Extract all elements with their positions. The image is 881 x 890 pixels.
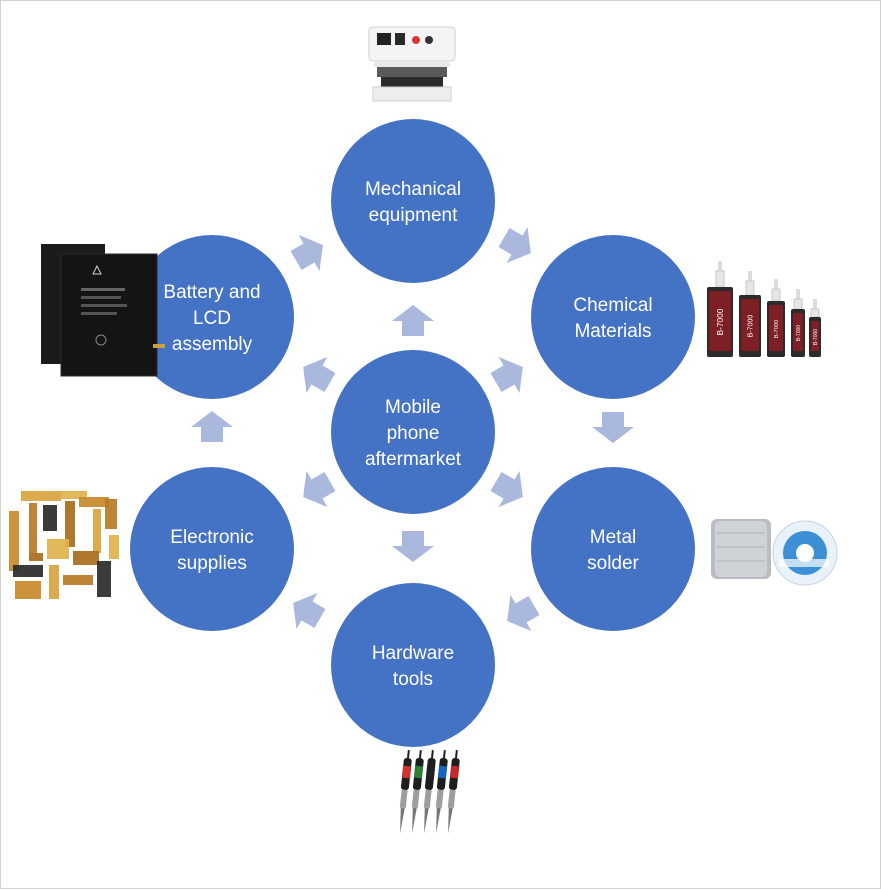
arrow-center-to-electronic: [303, 470, 336, 508]
glue-tube: B-7000: [809, 299, 821, 357]
soldering-iron: [411, 750, 424, 834]
node-hardware: Hardware tools: [331, 583, 495, 747]
node-mechanical-circle: [331, 119, 495, 283]
arrow-center-to-metal: [490, 470, 523, 508]
flex-cable-piece: [73, 551, 99, 565]
soldering-iron: [423, 750, 436, 834]
flex-cable-piece: [63, 575, 93, 585]
node-battery-label-line: LCD: [193, 308, 231, 329]
flex-cable-piece: [29, 553, 43, 561]
glue-tube-label: B-7000: [747, 315, 754, 338]
flex-cable-piece: [109, 535, 119, 559]
arrow-mechanical-to-chemical: [498, 226, 531, 264]
node-hardware-label-line: Hardware: [372, 643, 454, 664]
node-mechanical-label-line: equipment: [369, 205, 458, 226]
flex-cable-piece: [47, 539, 69, 559]
arrow-center-to-chemical: [490, 356, 523, 394]
node-center-circle: [331, 350, 495, 514]
soldering-iron: [399, 750, 412, 834]
glue-tube: B-7000: [707, 261, 733, 357]
node-mechanical: Mechanical equipment: [331, 119, 495, 283]
node-chemical-circle: [531, 235, 695, 399]
node-hardware-label-line: tools: [393, 669, 433, 690]
node-electronic-circle: [130, 467, 294, 631]
flex-cable-piece: [43, 505, 57, 531]
flex-cable-piece: [49, 565, 59, 599]
arrow-center-to-mechanical: [392, 305, 434, 336]
press-machine-icon: [368, 26, 456, 102]
node-metal-label-line: solder: [587, 553, 639, 574]
flex-cable-piece: [21, 491, 61, 501]
solder-spool-icon: [711, 519, 838, 586]
flex-cable-piece: [105, 499, 117, 529]
node-center-label-line: Mobile: [385, 397, 441, 418]
arrow-electronic-to-battery: [191, 411, 233, 442]
glue-tube: B-7000: [739, 271, 761, 357]
arrow-metal-to-hardware: [507, 594, 540, 632]
flex-cable-icon: [9, 491, 119, 599]
flex-cable-piece: [79, 497, 109, 507]
arrow-center-to-hardware: [392, 531, 434, 562]
glue-tube-label: B-7000: [715, 308, 725, 335]
node-chemical-label-line: Chemical: [573, 295, 652, 316]
soldering-iron: [435, 750, 448, 834]
node-battery-circle: [130, 235, 294, 399]
arrow-chemical-to-metal: [592, 412, 634, 443]
node-center: Mobile phone aftermarket: [331, 350, 495, 514]
node-electronic-label-line: Electronic: [170, 527, 253, 548]
flex-cable-piece: [29, 503, 37, 553]
node-metal: Metal solder: [531, 467, 695, 631]
glue-tube: B-7000: [767, 279, 785, 357]
arrows: [191, 226, 634, 632]
flex-cable-piece: [15, 581, 41, 599]
battery-icon: [41, 244, 165, 377]
glue-tube-label: B-7000: [796, 325, 802, 341]
soldering-iron: [447, 750, 460, 834]
node-chemical-label-line: Materials: [574, 321, 651, 342]
node-hardware-circle: [331, 583, 495, 747]
node-center-label-line: phone: [387, 423, 440, 444]
glue-tube: B-7000: [791, 289, 805, 357]
node-battery-label-line: Battery and: [163, 282, 260, 303]
arrow-battery-to-mechanical: [290, 234, 323, 272]
node-metal-label-line: Metal: [590, 527, 636, 548]
flex-cable-piece: [61, 491, 87, 499]
nodes: Mobile phone aftermarket Mechanical equipmen…: [130, 119, 695, 747]
soldering-iron-icon: [399, 750, 460, 834]
node-metal-circle: [531, 467, 695, 631]
arrow-hardware-to-electronic: [293, 592, 326, 630]
flex-cable-piece: [97, 561, 111, 597]
flex-cable-piece: [65, 501, 75, 547]
glue-tube-label: B-7000: [774, 320, 780, 339]
node-electronic: Electronic supplies: [130, 467, 294, 631]
node-electronic-label-line: supplies: [177, 553, 247, 574]
flex-cable-piece: [93, 509, 101, 553]
glue-tube-label: B-7000: [813, 329, 819, 345]
arrow-center-to-battery: [303, 356, 336, 394]
flex-cable-piece: [9, 511, 19, 571]
node-center-label-line: aftermarket: [365, 449, 462, 470]
node-mechanical-label-line: Mechanical: [365, 179, 461, 200]
flex-cable-piece: [13, 565, 43, 577]
node-battery-label-line: assembly: [172, 334, 253, 355]
